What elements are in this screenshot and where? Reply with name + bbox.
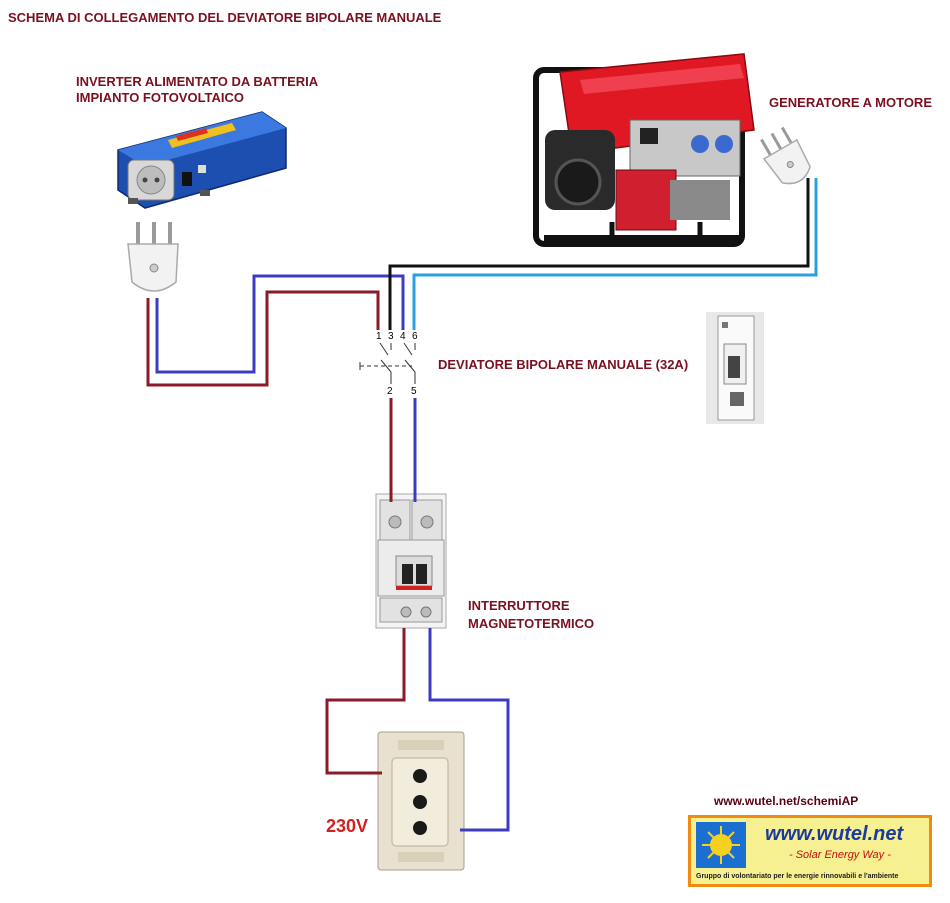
generator-label: GENERATORE A MOTORE — [769, 95, 932, 110]
voltage-label: 230V — [326, 816, 369, 836]
switch-image — [706, 312, 764, 424]
inverter-neutral-wire — [155, 274, 405, 374]
terminal-3-label: 3 — [388, 331, 394, 342]
terminal-4-label: 4 — [400, 331, 406, 342]
inverter-phase-wire — [146, 290, 380, 387]
breaker-label-line2: MAGNETOTERMICO — [468, 616, 595, 631]
outlet-image — [377, 731, 465, 871]
generator-black-wire — [388, 178, 810, 330]
logo-description: Gruppo di volontariato per le energie ri… — [696, 873, 899, 880]
breaker-label-line1: INTERRUTTORE — [468, 598, 570, 613]
generator-plug — [760, 126, 811, 185]
generator-blue-wire — [412, 178, 818, 330]
inverter-label-line1: INVERTER ALIMENTATO DA BATTERIA — [76, 74, 319, 89]
terminal-2-label: 2 — [387, 386, 393, 397]
inverter-plug — [127, 222, 179, 292]
switch-label: DEVIATORE BIPOLARE MANUALE (32A) — [438, 357, 689, 372]
switch-symbol — [359, 342, 416, 384]
inverter-image — [117, 111, 287, 209]
breaker-to-outlet-neutral — [428, 628, 510, 832]
wutel-logo[interactable]: www.wutel.net - Solar Energy Way - Grupp… — [688, 815, 932, 887]
logo-name: www.wutel.net — [765, 823, 904, 845]
terminal-6-label: 6 — [412, 331, 418, 342]
terminal-5-label: 5 — [411, 386, 417, 397]
website-url[interactable]: www.wutel.net/schemiAP — [714, 794, 859, 808]
breaker-to-outlet-phase — [325, 628, 406, 775]
inverter-label-line2: IMPIANTO FOTOVOLTAICO — [76, 90, 245, 105]
terminal-1-label: 1 — [376, 331, 382, 342]
generator-image — [533, 53, 755, 247]
sun-icon — [696, 822, 746, 868]
diagram-title: SCHEMA DI COLLEGAMENTO DEL DEVIATORE BIP… — [8, 10, 442, 25]
breaker-image — [375, 493, 447, 629]
logo-slogan: - Solar Energy Way - — [789, 849, 891, 861]
